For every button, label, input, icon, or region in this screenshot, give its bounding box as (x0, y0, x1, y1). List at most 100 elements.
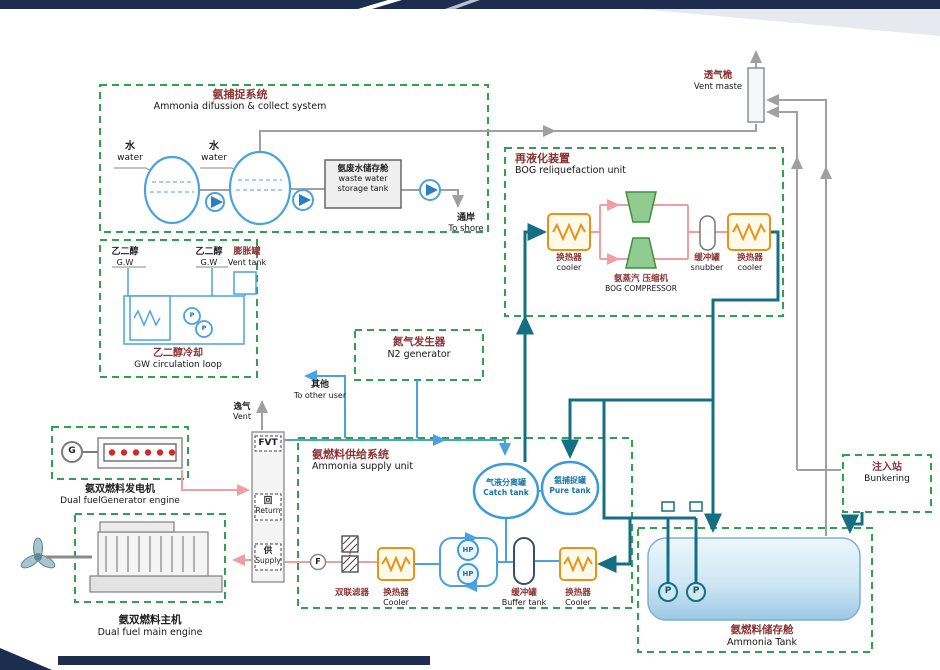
hp1-text: HP (462, 546, 474, 554)
fvt-column (251, 431, 285, 583)
supply-cooler-icon (377, 547, 415, 581)
main-engine-label: 氨双燃料主机 Dual fuel main engine (98, 614, 203, 638)
fvt-supply-zh: 供 (263, 546, 273, 556)
pump-icon (205, 192, 225, 212)
tank-p2-text: P (692, 586, 700, 596)
bog-unit-title-zh: 再液化装置 (515, 152, 570, 165)
tank-p1-text: P (664, 586, 672, 596)
other-user-label: 其他 To other user (294, 380, 346, 401)
fvt-supply-en: Supply (255, 556, 281, 566)
pump-icon (419, 179, 441, 201)
hp-pump-icon (457, 539, 479, 561)
bog-cooler2-en: cooler (737, 263, 763, 273)
generator-engine (61, 437, 183, 469)
fvt-text: FVT (258, 438, 278, 448)
duplex-filter-icon (341, 535, 359, 573)
other-user-en: To other user (293, 390, 347, 400)
collect-system-title: 氨捕捉系统 Ammonia difussion & collect system (154, 88, 327, 113)
vent-mast-label: 透气桅 Vent maste (694, 70, 742, 92)
buffer-tank-icon (513, 537, 535, 585)
snubber-en: snubber (690, 263, 724, 273)
main-engine-zh: 氨双燃料主机 (118, 614, 182, 626)
ammonia-tank-box (637, 527, 873, 653)
bog-compressor-zh: 氨蒸汽 压缩机 (614, 274, 668, 284)
tank-valve-icon (689, 501, 703, 512)
pure-tank-label: 氨捕捉罐 Pure tank (549, 476, 590, 495)
water-label-1: 水 water (117, 141, 143, 164)
glycol-label-2: 乙二醇 G.W (195, 247, 222, 268)
water-label-2-en: water (201, 153, 227, 164)
bog-cooler2-zh: 换热器 (737, 253, 763, 263)
bunkering-zh: 注入站 (871, 462, 902, 473)
generator-label-en: Dual fuelGenerator engine (60, 496, 180, 507)
tank-valve-icon (661, 501, 675, 512)
bunkering-label: 注入站 Bunkering (864, 462, 910, 485)
duplex-filter-zh: 双联滤器 (334, 588, 370, 598)
wwt-label-en1: waste water (338, 174, 388, 184)
expansion-tank-label: 膨胀罐 Vent tank (228, 247, 266, 268)
bog-cooler-icon (727, 213, 771, 251)
gw-loop-box (99, 239, 258, 378)
hp-pump2-label: HP (463, 570, 474, 579)
fvt-supply-label: 供 Supply (255, 546, 281, 566)
waste-water-tank-icon (324, 159, 402, 209)
flowmeter-icon (309, 553, 327, 571)
expansion-tank-zh: 膨胀罐 (233, 247, 261, 257)
glycol-1-en: G.W (116, 257, 134, 267)
vent-mast-zh: 透气桅 (703, 70, 733, 81)
gw-p2-text: P (201, 324, 207, 332)
fvt-vent-label: 逸气 Vent (233, 402, 251, 422)
bog-unit-title-en: BOG reliquefaction unit (515, 165, 626, 177)
pure-tank-en: Pure tank (549, 485, 591, 495)
water-label-1-en: water (117, 153, 143, 164)
supply-cooler1-label: 换热器 Cooler (383, 588, 409, 608)
glycol-label-1: 乙二醇 G.W (111, 247, 138, 268)
bog-compressor-label: 氨蒸汽 压缩机 BOG COMPRESSOR (605, 274, 677, 294)
tank-pump2-label: P (693, 586, 700, 597)
fvt-vent-zh: 逸气 (233, 402, 251, 412)
pump-icons (205, 179, 441, 212)
n2-generator-box (354, 329, 484, 381)
n2-generator-title: 氮气发生器 N2 generator (387, 336, 450, 360)
gw-pump-icon (183, 307, 201, 325)
to-shore-zh: 通岸 (456, 213, 475, 223)
gw-pump1-label: P (189, 311, 195, 320)
bog-unit-box (504, 147, 784, 317)
ammonia-tank-body (647, 537, 861, 621)
bog-cooler1-zh: 换热器 (556, 253, 582, 263)
f-letter: F (315, 557, 321, 566)
water-label-2-zh: 水 (209, 141, 219, 152)
supply-cooler2-label: 换热器 Cooler (565, 588, 591, 608)
bog-compressor-icon (625, 191, 657, 223)
gw-p1-text: P (189, 311, 195, 319)
tank-pump-icon (686, 582, 706, 602)
fvt-return-en: Return (255, 506, 281, 516)
bog-cooler1-label: 换热器 cooler (556, 253, 582, 273)
gw-loop-title-en: GW circulation loop (134, 360, 222, 371)
glycol-2-en: G.W (200, 257, 218, 267)
supply-cooler-icon (559, 547, 597, 581)
bog-unit-title: 再液化装置 BOG reliquefaction unit (515, 152, 626, 177)
water-tank-icons (143, 150, 292, 226)
collect-system-title-zh: 氨捕捉系统 (212, 88, 268, 101)
blue-process-pipes (123, 268, 560, 592)
pure-tank-zh: 氨捕捉罐 (554, 476, 586, 485)
collect-system-box (99, 84, 489, 233)
tank-pump1-label: P (665, 586, 672, 597)
bog-cooler-icon (547, 213, 591, 251)
vent-mast-en: Vent maste (693, 81, 743, 92)
waste-water-tank-label: 氨废水储存舱 waste water storage tank (337, 164, 388, 194)
gw-pump2-label: P (201, 324, 207, 333)
expansion-tank-icon (233, 271, 257, 295)
other-user-zh: 其他 (310, 380, 329, 390)
system-boundary-boxes (51, 84, 932, 653)
fvt-return-label: 回 Return (256, 496, 281, 516)
generator-engine-label: 氨双燃料发电机 Dual fuelGenerator engine (60, 484, 180, 507)
main-engine (20, 521, 223, 593)
bog-cooler2-label: 换热器 cooler (737, 253, 763, 273)
expansion-tank-en: Vent tank (227, 257, 267, 267)
ammonia-tank-zh: 氨燃料储存舱 (730, 624, 794, 636)
catch-tank-en: Catch tank (483, 487, 529, 497)
